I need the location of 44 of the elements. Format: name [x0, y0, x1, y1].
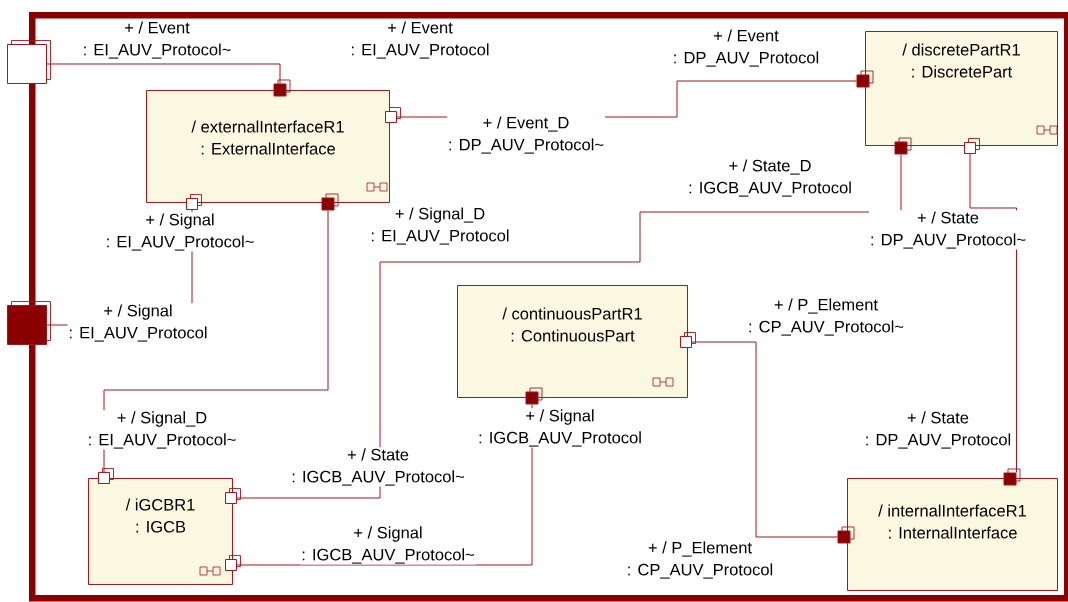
- port-label: + / Event_D : DP_AUV_Protocol~: [447, 115, 606, 155]
- port-label: + / State : DP_AUV_Protocol~: [868, 210, 1028, 250]
- port-label: + / Signal : EI_AUV_Protocol~: [104, 212, 256, 252]
- port-label: + / Event : DP_AUV_Protocol: [671, 28, 821, 68]
- port-label: + / State : DP_AUV_Protocol: [863, 410, 1013, 450]
- port-label: + / State : IGCB_AUV_Protocol~: [290, 447, 466, 487]
- connector: [103, 210, 329, 473]
- connector: [46, 63, 281, 84]
- port: [321, 193, 339, 211]
- port-label: + / Event : EI_AUV_Protocol: [349, 20, 491, 60]
- port: [894, 137, 912, 155]
- port: [1003, 468, 1021, 486]
- port: [385, 107, 401, 123]
- part-box: / externalInterfaceR1 : ExternalInterface: [146, 90, 390, 203]
- part-box: / iGCBR1 : IGCB: [88, 478, 233, 585]
- connector: [969, 153, 1017, 473]
- part-box: / continuousPartR1 : ContinuousPart: [457, 285, 688, 398]
- port-label: + / Signal_D : EI_AUV_Protocol~: [86, 410, 238, 450]
- port-label: + / Signal_D : EI_AUV_Protocol: [369, 206, 511, 246]
- port: [98, 468, 114, 484]
- port: [7, 301, 51, 345]
- port: [964, 138, 980, 154]
- port-label: + / State_D : IGCB_AUV_Protocol: [687, 158, 853, 198]
- port: [856, 70, 874, 88]
- port: [525, 387, 543, 405]
- port: [273, 79, 291, 97]
- port-label: + / P_Element : CP_AUV_Protocol~: [746, 297, 906, 337]
- port: [225, 555, 241, 571]
- port-label: + / Signal : IGCB_AUV_Protocol: [477, 408, 643, 448]
- port-label: + / Event : EI_AUV_Protocol~: [81, 20, 233, 60]
- connector: [236, 154, 902, 499]
- port: [225, 488, 241, 504]
- port: [7, 40, 51, 84]
- port-label: + / Signal : EI_AUV_Protocol: [67, 303, 209, 343]
- connector: [236, 404, 533, 566]
- connector: [691, 341, 838, 538]
- port-label: + / P_Element : CP_AUV_Protocol: [625, 540, 775, 580]
- port: [186, 194, 202, 210]
- frame: [29, 12, 1068, 602]
- port-label: + / Signal : IGCB_AUV_Protocol~: [300, 525, 476, 565]
- part-box: / discretePartR1 : DiscretePart: [865, 31, 1058, 146]
- port: [680, 332, 696, 348]
- port: [837, 526, 855, 544]
- part-box: / internalInterfaceR1 : InternalInterface: [847, 478, 1058, 591]
